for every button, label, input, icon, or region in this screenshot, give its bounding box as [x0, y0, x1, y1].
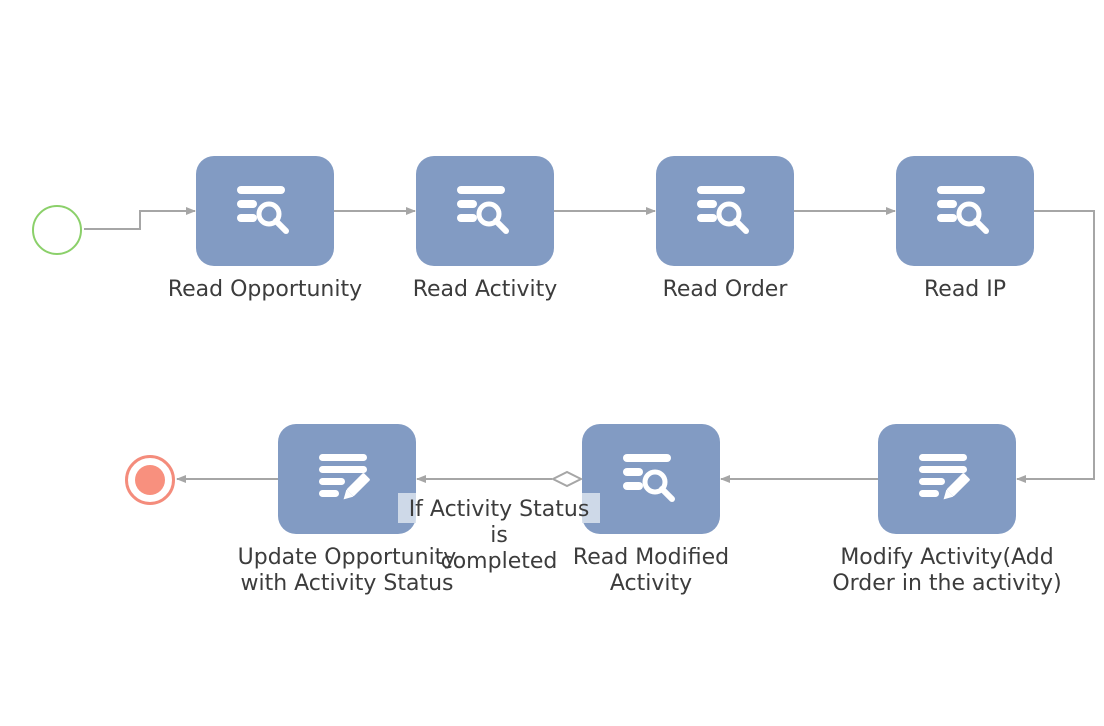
end-event[interactable]: [125, 455, 175, 505]
task-read-opportunity[interactable]: [196, 156, 334, 266]
data-read-icon: [237, 186, 289, 234]
task-read-ip[interactable]: [896, 156, 1034, 266]
data-edit-icon: [319, 454, 370, 500]
task-label-read-order: Read Order: [662, 277, 788, 302]
connector-read-ip-to-modify-activity: [1016, 210, 1095, 483]
data-edit-icon: [919, 454, 970, 500]
end-event-dot: [135, 465, 165, 495]
task-label-read-ip: Read IP: [923, 277, 1007, 302]
task-label-modify-activity: Modify Activity(Add Order in the activit…: [832, 545, 1062, 596]
start-event[interactable]: [32, 205, 82, 255]
condition-label-highlight-left: [398, 493, 416, 523]
task-label-update-opportunity: Update Opportunity with Activity Status: [237, 545, 457, 596]
task-read-activity[interactable]: [416, 156, 554, 266]
task-label-read-opportunity: Read Opportunity: [167, 277, 363, 302]
data-read-icon: [697, 186, 749, 234]
task-modify-activity[interactable]: [878, 424, 1016, 534]
task-update-opportunity[interactable]: [278, 424, 416, 534]
task-read-order[interactable]: [656, 156, 794, 266]
conditional-flow-diamond: [550, 470, 584, 488]
data-read-icon: [457, 186, 509, 234]
connector-start-to-read-opportunity: [84, 207, 196, 230]
data-read-icon: [623, 454, 675, 502]
condition-label-highlight-right: [582, 493, 600, 523]
data-read-icon: [937, 186, 989, 234]
task-label-read-modified-activity: Read Modified Activity: [572, 545, 730, 596]
task-label-read-activity: Read Activity: [412, 277, 558, 302]
task-read-modified-activity[interactable]: [582, 424, 720, 534]
condition-label[interactable]: If Activity Status is completed: [408, 497, 590, 574]
